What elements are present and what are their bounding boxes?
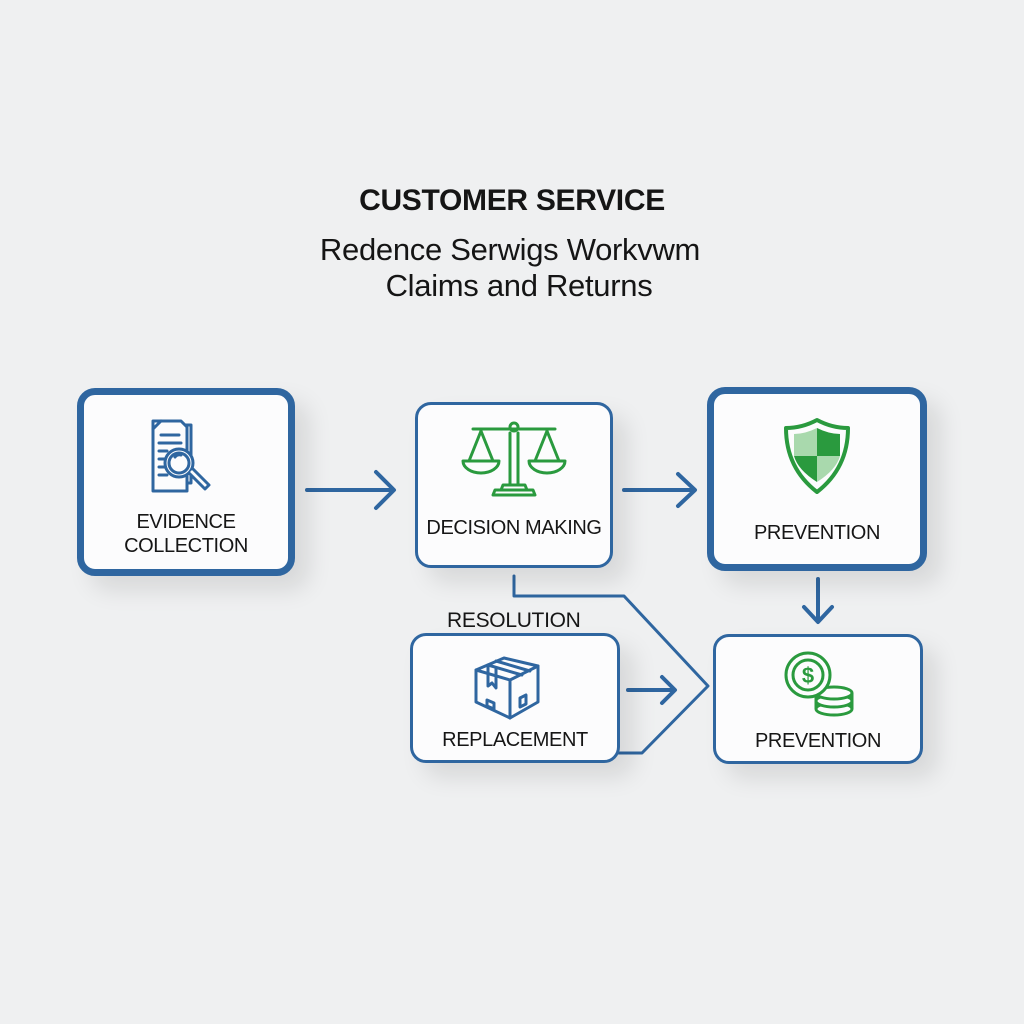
resolution-label: RESOLUTION <box>447 609 581 632</box>
arrow-replacement-right <box>626 675 677 705</box>
coins-icon: $ <box>778 649 858 723</box>
scales-icon <box>459 419 569 499</box>
document-magnifier-icon <box>135 415 225 505</box>
node-decision-making[interactable]: DECISION MAKING <box>415 402 613 568</box>
node-label: DECISION MAKING <box>426 517 602 539</box>
node-replacement[interactable]: REPLACEMENT <box>410 633 620 763</box>
node-prevention-top[interactable]: PREVENTION <box>707 387 927 571</box>
diagram-subtitle-line2: Claims and Returns <box>385 268 653 303</box>
node-prevention-bottom[interactable]: $ PREVENTION <box>713 634 923 764</box>
arrow-prevention-down <box>802 577 834 624</box>
diagram-title: CUSTOMER SERVICE <box>359 184 665 217</box>
node-label: PREVENTION <box>753 522 881 544</box>
arrow-decision-to-prevention <box>622 472 697 508</box>
node-label-line1: EVIDENCE <box>136 511 236 533</box>
node-label-line2: COLLECTION <box>124 535 248 557</box>
shield-icon <box>782 416 852 496</box>
connector-chevron <box>512 574 710 755</box>
node-label: PREVENTION <box>754 730 882 752</box>
node-evidence-collection[interactable]: EVIDENCE COLLECTION <box>77 388 295 576</box>
arrow-evidence-to-decision <box>305 470 396 510</box>
node-label: REPLACEMENT <box>442 729 588 751</box>
svg-text:$: $ <box>802 663 814 688</box>
diagram-subtitle-line1: Redence Serwigs Workvwm <box>319 232 701 267</box>
package-box-icon <box>470 648 544 722</box>
